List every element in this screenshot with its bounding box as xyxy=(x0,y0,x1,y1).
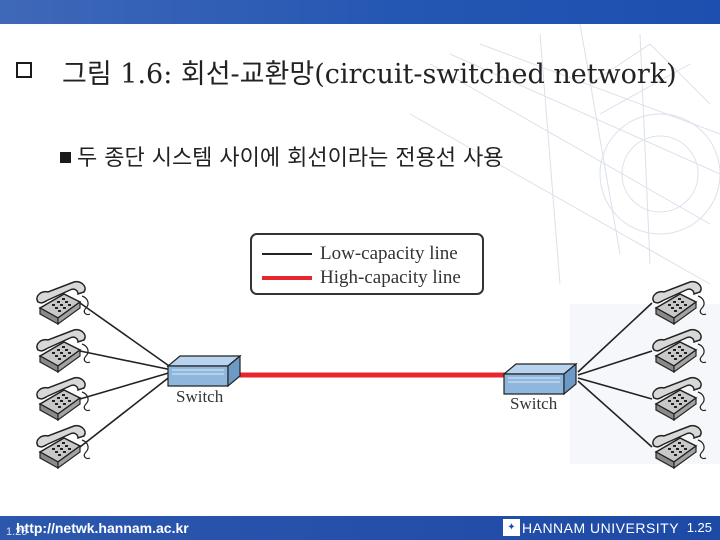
footer-bar: http://netwk.hannam.ac.kr ✦ HANNAM UNIVE… xyxy=(0,516,720,540)
square-bullet-icon xyxy=(60,151,71,163)
switch-icon xyxy=(167,355,241,387)
switch-left-label: Switch xyxy=(176,387,224,406)
legend-item-high: High-capacity line xyxy=(262,267,461,289)
switch-icon xyxy=(503,363,577,395)
page-number: 1.25 xyxy=(686,520,712,535)
bullet-text: 두 종단 시스템 사이에 회선이라는 전용선 사용 xyxy=(77,146,504,171)
telephone-icon xyxy=(36,424,91,469)
legend-item-low: Low-capacity line xyxy=(262,243,458,265)
low-capacity-lines-right xyxy=(577,302,653,448)
legend: Low-capacity line High-capacity line xyxy=(250,233,484,295)
footer-university: HANNAM UNIVERSITY xyxy=(522,520,680,536)
page-number-small: 1.25 xyxy=(6,526,28,538)
high-capacity-swatch xyxy=(262,276,312,280)
university-logo-icon: ✦ xyxy=(503,519,520,536)
checkbox-bullet-icon xyxy=(16,62,32,78)
switch-right-label: Switch xyxy=(510,394,558,413)
telephone-icon xyxy=(652,280,707,325)
low-capacity-swatch xyxy=(262,253,312,255)
legend-label-high: High-capacity line xyxy=(320,267,461,288)
slide-title-text: 그림 1.6: 회선-교환망(circuit-switched network) xyxy=(62,59,677,90)
circuit-switched-network-diagram xyxy=(36,280,707,469)
telephone-icon xyxy=(652,376,707,421)
legend-label-low: Low-capacity line xyxy=(320,243,458,264)
slide-title: 그림 1.6: 회선-교환망(circuit-switched network) xyxy=(14,56,704,94)
bullet-point: 두 종단 시스템 사이에 회선이라는 전용선 사용 xyxy=(60,144,700,174)
top-banner xyxy=(0,0,720,24)
telephone-icon xyxy=(652,328,707,373)
telephone-icon xyxy=(36,280,91,325)
footer-url[interactable]: http://netwk.hannam.ac.kr xyxy=(16,520,189,536)
telephone-icon xyxy=(652,424,707,469)
low-capacity-lines-left xyxy=(79,302,173,448)
